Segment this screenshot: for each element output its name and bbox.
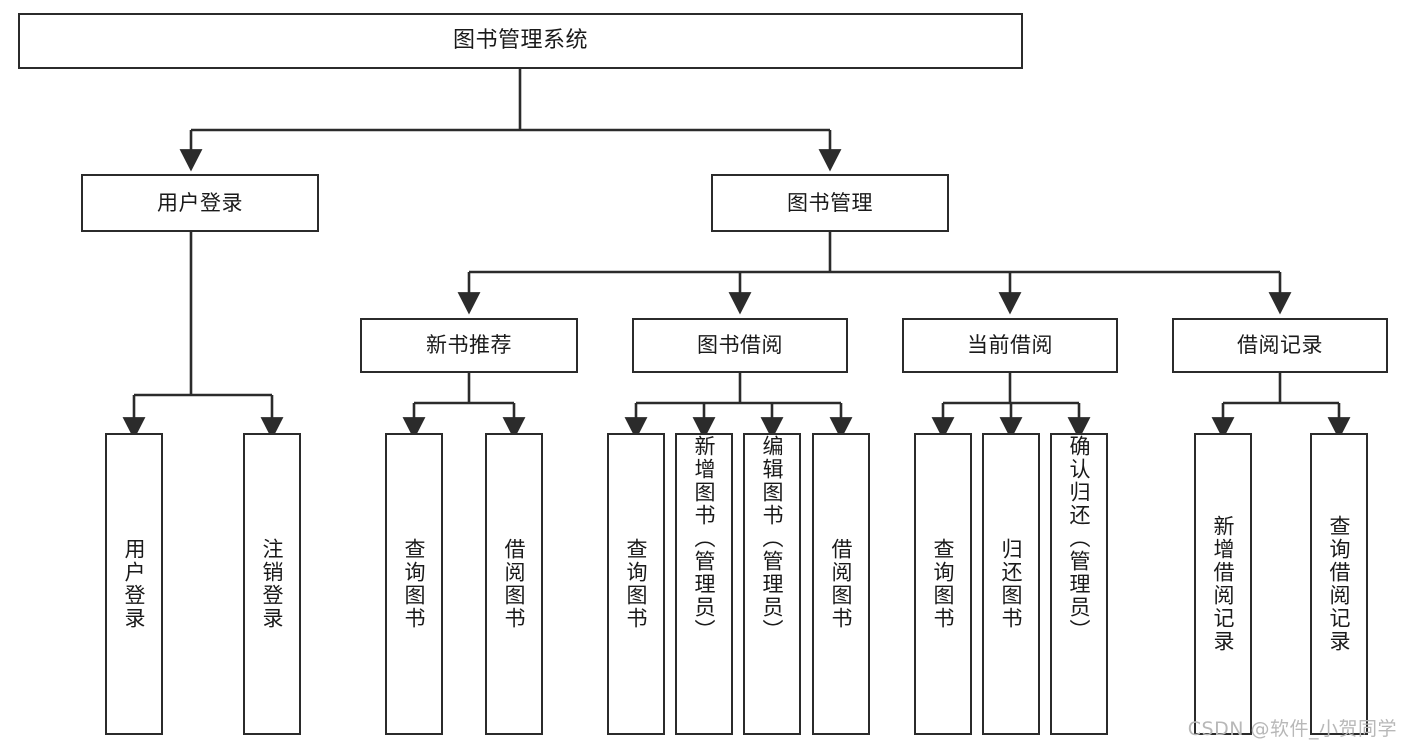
node-label: 注销登录 — [260, 538, 285, 630]
node-label: 归还图书 — [999, 538, 1024, 630]
node-label: 编辑图书（管理员） — [760, 435, 785, 642]
node-book-management[interactable]: 图书管理 — [711, 174, 949, 232]
leaf-book-borrow-query-book[interactable]: 查询图书 — [607, 433, 665, 735]
node-label: 当前借阅 — [967, 333, 1053, 358]
leaf-user-login-logout[interactable]: 注销登录 — [243, 433, 301, 735]
leaf-new-book-query-book[interactable]: 查询图书 — [385, 433, 443, 735]
node-label: 查询图书 — [402, 538, 427, 630]
node-label: 确认归还（管理员） — [1067, 435, 1092, 642]
node-label: 借阅记录 — [1237, 333, 1323, 358]
node-label: 用户登录 — [157, 190, 243, 215]
node-label: 新书推荐 — [426, 333, 512, 358]
leaf-book-borrow-borrow-book[interactable]: 借阅图书 — [812, 433, 870, 735]
node-book-borrow[interactable]: 图书借阅 — [632, 318, 848, 373]
node-label: 图书借阅 — [697, 333, 783, 358]
leaf-current-borrow-return-book[interactable]: 归还图书 — [982, 433, 1040, 735]
leaf-book-borrow-add-book-admin[interactable]: 新增图书（管理员） — [675, 433, 733, 735]
leaf-current-borrow-confirm-return-admin[interactable]: 确认归还（管理员） — [1050, 433, 1108, 735]
node-label: 新增借阅记录 — [1211, 515, 1236, 653]
leaf-current-borrow-query-book[interactable]: 查询图书 — [914, 433, 972, 735]
leaf-user-login-login[interactable]: 用户登录 — [105, 433, 163, 735]
node-borrow-record[interactable]: 借阅记录 — [1172, 318, 1388, 373]
leaf-borrow-record-add-record[interactable]: 新增借阅记录 — [1194, 433, 1252, 735]
node-label: 图书管理 — [787, 190, 873, 215]
node-label: 借阅图书 — [829, 538, 854, 630]
node-label: 新增图书（管理员） — [692, 435, 717, 642]
node-label: 查询图书 — [931, 538, 956, 630]
node-user-login[interactable]: 用户登录 — [81, 174, 319, 232]
node-label: 查询借阅记录 — [1327, 515, 1352, 653]
node-label: 图书管理系统 — [452, 28, 588, 54]
leaf-new-book-borrow-book[interactable]: 借阅图书 — [485, 433, 543, 735]
node-root-book-management-system[interactable]: 图书管理系统 — [18, 13, 1023, 69]
node-current-borrow[interactable]: 当前借阅 — [902, 318, 1118, 373]
csdn-watermark: CSDN @软件_小贺同学 — [1187, 718, 1397, 740]
node-new-book-recommend[interactable]: 新书推荐 — [360, 318, 578, 373]
node-label: 查询图书 — [624, 538, 649, 630]
node-label: 用户登录 — [122, 538, 147, 630]
leaf-borrow-record-query-record[interactable]: 查询借阅记录 — [1310, 433, 1368, 735]
leaf-book-borrow-edit-book-admin[interactable]: 编辑图书（管理员） — [743, 433, 801, 735]
node-label: 借阅图书 — [502, 538, 527, 630]
